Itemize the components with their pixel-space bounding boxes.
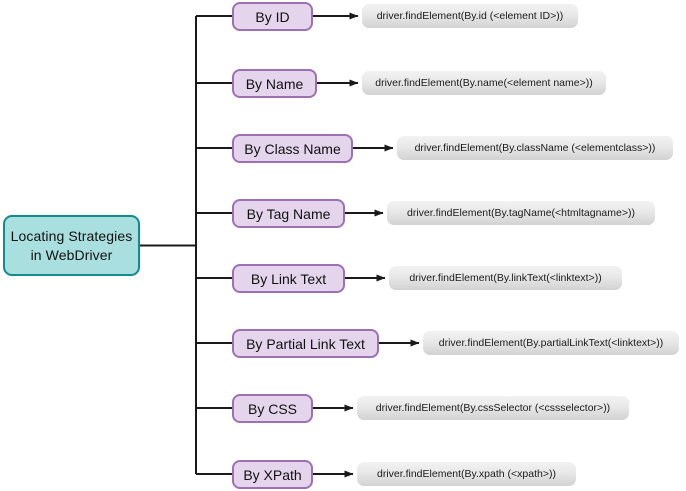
root-node[interactable]: Locating Strategies in WebDriver	[3, 215, 140, 276]
code-label-by-partial-link-text: driver.findElement(By.partialLinkText(<l…	[423, 331, 679, 355]
code-label-text: driver.findElement(By.className (<elemen…	[414, 142, 656, 154]
code-label-text: driver.findElement(By.xpath (<xpath>))	[377, 468, 556, 480]
code-label-by-name: driver.findElement(By.name(<element name…	[362, 71, 606, 95]
strategy-node-label: By ID	[255, 8, 290, 25]
code-label-text: driver.findElement(By.name(<element name…	[375, 77, 593, 89]
code-label-text: driver.findElement(By.linkText(<linktext…	[409, 272, 602, 284]
code-label-by-link-text: driver.findElement(By.linkText(<linktext…	[389, 266, 622, 290]
code-label-by-tag-name: driver.findElement(By.tagName(<htmltagna…	[387, 201, 655, 225]
strategy-node-label: By Link Text	[250, 270, 327, 287]
root-node-label: Locating Strategies in WebDriver	[11, 227, 133, 265]
code-label-text: driver.findElement(By.partialLinkText(<l…	[438, 337, 664, 349]
strategy-node-by-name[interactable]: By Name	[232, 69, 317, 98]
strategy-node-by-tag-name[interactable]: By Tag Name	[232, 199, 345, 228]
root-node-label-line1: Locating Strategies	[10, 227, 133, 244]
code-label-text: driver.findElement(By.cssSelector (<csss…	[375, 402, 611, 414]
strategy-node-label: By XPath	[243, 466, 302, 483]
strategy-node-by-partial-link-text[interactable]: By Partial Link Text	[232, 329, 379, 358]
code-label-by-id: driver.findElement(By.id (<element ID>))	[362, 4, 578, 28]
strategy-node-label: By Class Name	[244, 140, 341, 157]
strategy-node-by-css[interactable]: By CSS	[232, 394, 313, 423]
strategy-node-label: By Name	[245, 75, 304, 92]
strategy-node-label: By CSS	[247, 400, 297, 417]
strategy-node-by-xpath[interactable]: By XPath	[232, 460, 313, 489]
root-node-label-line2: in WebDriver	[30, 246, 113, 263]
code-label-text: driver.findElement(By.id (<element ID>))	[376, 10, 564, 22]
strategy-node-by-class-name[interactable]: By Class Name	[232, 134, 353, 163]
code-label-by-css: driver.findElement(By.cssSelector (<csss…	[357, 396, 629, 420]
code-label-by-class-name: driver.findElement(By.className (<elemen…	[397, 136, 673, 160]
code-label-text: driver.findElement(By.tagName(<htmltagna…	[407, 207, 635, 219]
strategy-node-by-id[interactable]: By ID	[232, 2, 313, 31]
strategy-node-by-link-text[interactable]: By Link Text	[232, 264, 345, 293]
strategy-node-label: By Partial Link Text	[246, 335, 365, 352]
strategy-node-label: By Tag Name	[246, 205, 331, 222]
code-label-by-xpath: driver.findElement(By.xpath (<xpath>))	[357, 462, 576, 486]
